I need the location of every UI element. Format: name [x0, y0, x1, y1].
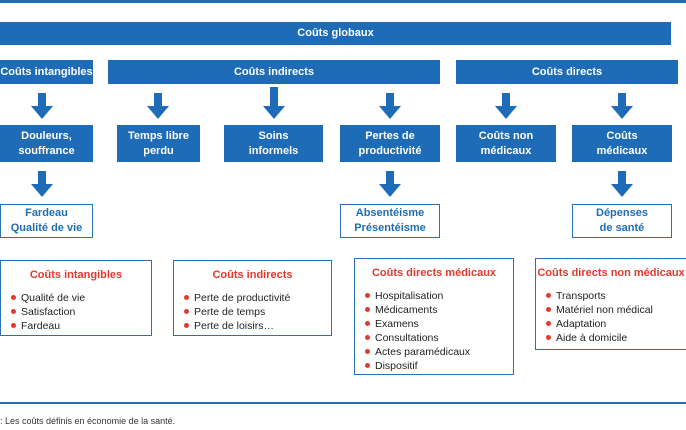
panel-title: Coûts intangibles — [29, 269, 123, 281]
informal-care-box: Soins informels — [224, 125, 323, 162]
bullet-icon — [365, 293, 370, 298]
list-item: Aide à domicile — [546, 331, 653, 345]
arrow-down-icon — [31, 93, 53, 119]
list-item: Hospitalisation — [365, 289, 470, 303]
intangible-costs-box: Coûts intangibles — [0, 60, 93, 84]
list-item: Adaptation — [546, 317, 653, 331]
list-item: Dispositif — [365, 359, 470, 373]
arrow-down-icon — [611, 171, 633, 197]
list-item: Perte de temps — [184, 305, 290, 319]
arrow-down-icon — [379, 171, 401, 197]
bullet-icon — [546, 321, 551, 326]
list-item: Qualité de vie — [11, 291, 85, 305]
list-item: Actes paramédicaux — [365, 345, 470, 359]
list-item: Satisfaction — [11, 305, 85, 319]
top-border — [0, 0, 686, 3]
bullet-icon — [365, 321, 370, 326]
list-item: Médicaments — [365, 303, 470, 317]
productivity-loss-box: Pertes de productivité — [340, 125, 440, 162]
bullet-icon — [365, 307, 370, 312]
list-item: Fardeau — [11, 319, 85, 333]
lost-free-time-box: Temps libre perdu — [117, 125, 200, 162]
list-item: Perte de loisirs… — [184, 319, 290, 333]
bullet-icon — [11, 295, 16, 300]
bullet-icon — [365, 349, 370, 354]
medical-costs-box: Coûts médicaux — [572, 125, 672, 162]
global-costs-box: Coûts globaux — [0, 22, 671, 45]
absenteeism-box: Absentéisme Présentéisme — [340, 204, 440, 238]
list-item: Transports — [546, 289, 653, 303]
arrow-down-icon — [263, 87, 285, 119]
indirect-costs-box: Coûts indirects — [108, 60, 440, 84]
panel-title: Coûts directs médicaux — [371, 267, 497, 279]
arrow-down-icon — [495, 93, 517, 119]
panel-title: Coûts indirects — [212, 269, 293, 281]
panel-direct-medical-costs: Coûts directs médicaux Hospitalisation M… — [354, 258, 514, 375]
bullet-icon — [365, 335, 370, 340]
arrow-down-icon — [379, 93, 401, 119]
bullet-icon — [11, 309, 16, 314]
bullet-icon — [184, 295, 189, 300]
bullet-icon — [184, 323, 189, 328]
bottom-border — [0, 402, 686, 404]
figure-caption: : Les coûts définis en économie de la sa… — [0, 416, 176, 426]
panel-indirect-costs: Coûts indirects Perte de productivité Pe… — [173, 260, 332, 336]
burden-quality-of-life-box: Fardeau Qualité de vie — [0, 204, 93, 238]
non-medical-costs-box: Coûts non médicaux — [456, 125, 556, 162]
arrow-down-icon — [31, 171, 53, 197]
list-item: Perte de productivité — [184, 291, 290, 305]
bullet-icon — [11, 323, 16, 328]
arrow-down-icon — [147, 93, 169, 119]
list-item: Matériel non médical — [546, 303, 653, 317]
panel-title: Coûts directs non médicaux — [537, 267, 685, 279]
bullet-icon — [546, 335, 551, 340]
panel-intangible-costs: Coûts intangibles Qualité de vie Satisfa… — [0, 260, 152, 336]
pain-suffering-box: Douleurs, souffrance — [0, 125, 93, 162]
list-item: Examens — [365, 317, 470, 331]
health-expenses-box: Dépenses de santé — [572, 204, 672, 238]
bullet-icon — [365, 363, 370, 368]
arrow-down-icon — [611, 93, 633, 119]
list-item: Consultations — [365, 331, 470, 345]
bullet-icon — [184, 309, 189, 314]
direct-costs-box: Coûts directs — [456, 60, 678, 84]
bullet-icon — [546, 307, 551, 312]
bullet-icon — [546, 293, 551, 298]
panel-direct-non-medical-costs: Coûts directs non médicaux Transports Ma… — [535, 258, 686, 350]
